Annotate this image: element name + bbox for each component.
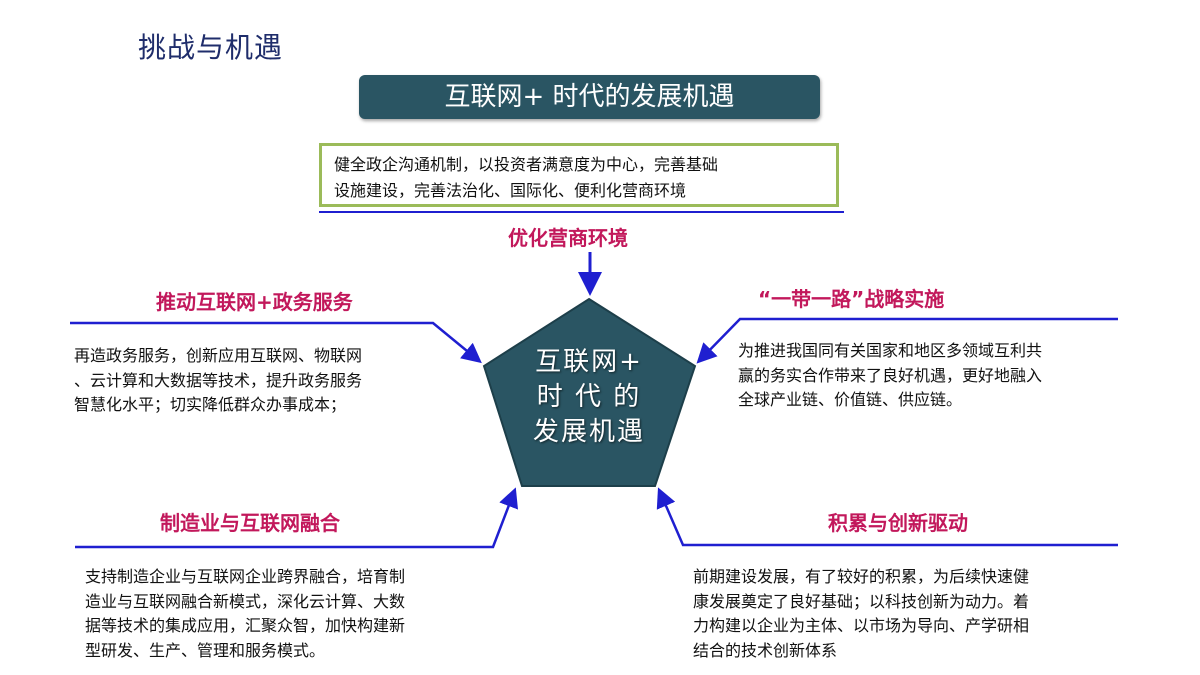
center-label-line: 互联网+ <box>535 347 643 377</box>
top-box-line: 健全政企沟通机制，以投资者满意度为中心，完善基础 <box>334 155 719 174</box>
section-title-right-upper: “一带一路”战略实施 <box>758 287 945 311</box>
body-line: 型研发、生产、管理和服务模式。 <box>85 640 326 660</box>
body-line: 据等技术的集成应用，汇聚众智，加快构建新 <box>85 616 406 635</box>
connector-right-lower <box>656 487 1118 547</box>
body-line: 赢的务实合作带来了良好机遇，更好地融入 <box>738 365 1043 385</box>
body-line: 全球产业链、价值链、供应链。 <box>738 390 963 409</box>
top-box: 健全政企沟通机制，以投资者满意度为中心，完善基础 设施建设，完善法治化、国际化、… <box>319 143 839 207</box>
body-line: 前期建设发展，有了较好的积累，为后续快速健 <box>693 567 1030 586</box>
body-line: 再造政务服务，创新应用互联网、物联网 <box>74 346 363 365</box>
page-title: 挑战与机遇 <box>138 31 284 64</box>
section-body-left-lower: 支持制造企业与互联网企业跨界融合，培育制 造业与互联网融合新模式，深化云计算、大… <box>85 565 505 663</box>
center-pentagon <box>482 297 697 487</box>
section-title-right-lower: 积累与创新驱动 <box>828 511 968 535</box>
center-label-line: 时 代 的 <box>536 382 642 412</box>
connector-left-lower <box>75 487 518 549</box>
connector-right-upper <box>696 317 1118 364</box>
top-box-line: 设施建设，完善法治化、国际化、便利化营商环境 <box>334 181 687 200</box>
body-line: 力构建以企业为主体、以市场为导向、产学研相 <box>693 616 1030 635</box>
section-body-right-lower: 前期建设发展，有了较好的积累，为后续快速健 康发展奠定了良好基础；以科技创新为动… <box>693 565 1133 663</box>
section-title-top: 优化营商环境 <box>508 226 628 250</box>
section-title-left-lower: 制造业与互联网融合 <box>160 511 340 535</box>
body-line: 支持制造企业与互联网企业跨界融合，培育制 <box>85 567 406 586</box>
body-line: 智慧化水平；切实降低群众办事成本； <box>74 395 347 414</box>
section-body-right-upper: 为推进我国同有关国家和地区多领域互利共 赢的务实合作带来了良好机遇，更好地融入 … <box>738 339 1138 413</box>
top-box-underline <box>319 211 844 213</box>
body-line: 为推进我国同有关国家和地区多领域互利共 <box>738 341 1043 360</box>
center-label: 互联网+ 时 代 的 发展机遇 <box>505 345 673 450</box>
section-body-left-upper: 再造政务服务，创新应用互联网、物联网 、云计算和大数据等技术，提升政务服务 智慧… <box>74 344 454 418</box>
connector-left-upper <box>70 321 482 364</box>
body-line: 结合的技术创新体系 <box>693 640 838 660</box>
center-label-line: 发展机遇 <box>532 417 645 447</box>
header-banner: 互联网+ 时代的发展机遇 <box>359 75 820 119</box>
body-line: 康发展奠定了良好基础；以科技创新为动力。着 <box>693 591 1030 611</box>
body-line: 、云计算和大数据等技术，提升政务服务 <box>74 370 363 390</box>
body-line: 造业与互联网融合新模式，深化云计算、大数 <box>85 591 406 611</box>
section-title-left-upper: 推动互联网+政务服务 <box>156 290 353 314</box>
